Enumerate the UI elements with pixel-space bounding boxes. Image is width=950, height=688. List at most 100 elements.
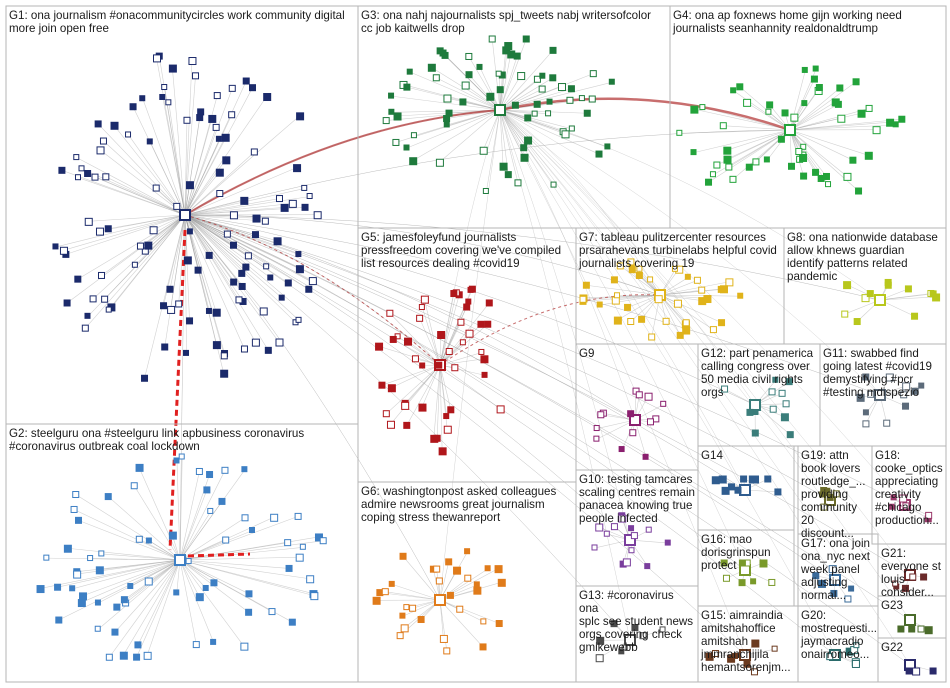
node-g1[interactable] — [222, 156, 231, 165]
node-g1[interactable] — [81, 324, 89, 332]
node-g3[interactable] — [578, 95, 585, 102]
node-g17[interactable] — [848, 585, 855, 592]
node-g2[interactable] — [203, 486, 211, 494]
node-g1[interactable] — [97, 271, 105, 279]
node-g11[interactable] — [867, 390, 875, 398]
node-g2[interactable] — [295, 553, 304, 562]
node-g2[interactable] — [105, 653, 113, 661]
node-g3[interactable] — [486, 92, 495, 101]
node-g11[interactable] — [862, 409, 869, 416]
node-g3[interactable] — [568, 125, 575, 132]
node-g3[interactable] — [393, 112, 402, 121]
node-g3[interactable] — [533, 75, 541, 83]
node-g7[interactable] — [654, 295, 663, 304]
node-g2[interactable] — [144, 577, 153, 586]
node-g2[interactable] — [241, 466, 248, 473]
node-g3[interactable] — [482, 187, 489, 194]
node-g1[interactable] — [244, 252, 252, 260]
node-g1[interactable] — [161, 84, 168, 91]
node-g11[interactable] — [918, 382, 925, 389]
node-g1[interactable] — [301, 203, 309, 211]
node-g1[interactable] — [240, 196, 249, 205]
node-g5[interactable] — [484, 320, 492, 328]
node-g1[interactable] — [263, 93, 272, 102]
node-g2[interactable] — [133, 653, 141, 661]
node-g14[interactable] — [734, 486, 742, 494]
node-g10[interactable] — [628, 547, 635, 554]
node-g4[interactable] — [865, 104, 873, 112]
node-g3[interactable] — [476, 63, 483, 70]
node-g19[interactable] — [820, 486, 828, 494]
node-g1[interactable] — [251, 231, 259, 239]
node-g12[interactable] — [746, 408, 754, 416]
node-g5[interactable] — [438, 447, 447, 456]
node-g2[interactable] — [134, 641, 142, 649]
node-g5[interactable] — [465, 329, 474, 338]
node-g4[interactable] — [725, 163, 733, 171]
node-g7[interactable] — [682, 319, 690, 327]
node-g5[interactable] — [375, 342, 384, 351]
node-g1[interactable] — [186, 228, 193, 235]
node-g1[interactable] — [230, 278, 238, 286]
node-g4[interactable] — [690, 105, 699, 114]
node-g5[interactable] — [457, 318, 465, 326]
node-g6[interactable] — [403, 604, 410, 611]
node-g2[interactable] — [73, 570, 82, 579]
node-g12[interactable] — [752, 409, 759, 416]
node-g3[interactable] — [522, 35, 530, 43]
node-g6[interactable] — [494, 565, 503, 574]
node-g10[interactable] — [610, 523, 618, 531]
node-g7[interactable] — [635, 271, 643, 279]
node-g2[interactable] — [241, 514, 249, 522]
node-g9[interactable] — [618, 446, 625, 453]
node-g1[interactable] — [205, 251, 213, 259]
node-g5[interactable] — [418, 403, 427, 412]
node-g6[interactable] — [445, 558, 453, 566]
node-g7[interactable] — [684, 273, 691, 280]
node-g12[interactable] — [772, 376, 779, 383]
node-g5[interactable] — [443, 413, 450, 420]
node-g2[interactable] — [120, 596, 128, 604]
node-g5[interactable] — [418, 304, 425, 311]
node-g2[interactable] — [195, 593, 204, 602]
node-g5[interactable] — [478, 348, 485, 355]
hub-node-g17[interactable] — [829, 574, 841, 586]
node-g12[interactable] — [721, 385, 729, 393]
node-g4[interactable] — [801, 66, 808, 73]
node-g8[interactable] — [866, 290, 874, 298]
node-g5[interactable] — [450, 290, 458, 298]
node-g1[interactable] — [141, 374, 149, 382]
node-g1[interactable] — [208, 114, 217, 123]
node-g9[interactable] — [642, 453, 649, 460]
node-g15[interactable] — [727, 654, 736, 663]
node-g3[interactable] — [514, 179, 522, 187]
node-g7[interactable] — [703, 295, 712, 304]
node-g1[interactable] — [131, 261, 138, 268]
node-g9[interactable] — [635, 391, 643, 399]
node-g11[interactable] — [902, 382, 911, 391]
node-g5[interactable] — [481, 371, 488, 378]
node-g1[interactable] — [252, 214, 261, 223]
node-g3[interactable] — [524, 136, 533, 145]
node-g3[interactable] — [546, 98, 553, 105]
node-g3[interactable] — [583, 109, 591, 117]
node-g4[interactable] — [745, 163, 753, 171]
node-g5[interactable] — [433, 434, 441, 442]
node-g1[interactable] — [221, 133, 230, 142]
node-g1[interactable] — [275, 338, 284, 347]
node-g3[interactable] — [409, 157, 418, 166]
node-g19[interactable] — [820, 503, 828, 511]
node-g15[interactable] — [743, 660, 751, 668]
node-g1[interactable] — [220, 352, 228, 360]
node-g1[interactable] — [125, 131, 132, 138]
node-g3[interactable] — [435, 158, 444, 167]
node-g1[interactable] — [212, 308, 221, 317]
node-g4[interactable] — [723, 155, 732, 164]
node-g3[interactable] — [443, 121, 450, 128]
node-g3[interactable] — [549, 46, 557, 54]
node-g4[interactable] — [836, 84, 844, 92]
node-g14[interactable] — [764, 475, 772, 483]
node-g13[interactable] — [610, 620, 618, 628]
node-g11[interactable] — [902, 402, 910, 410]
node-g22[interactable] — [912, 667, 921, 676]
